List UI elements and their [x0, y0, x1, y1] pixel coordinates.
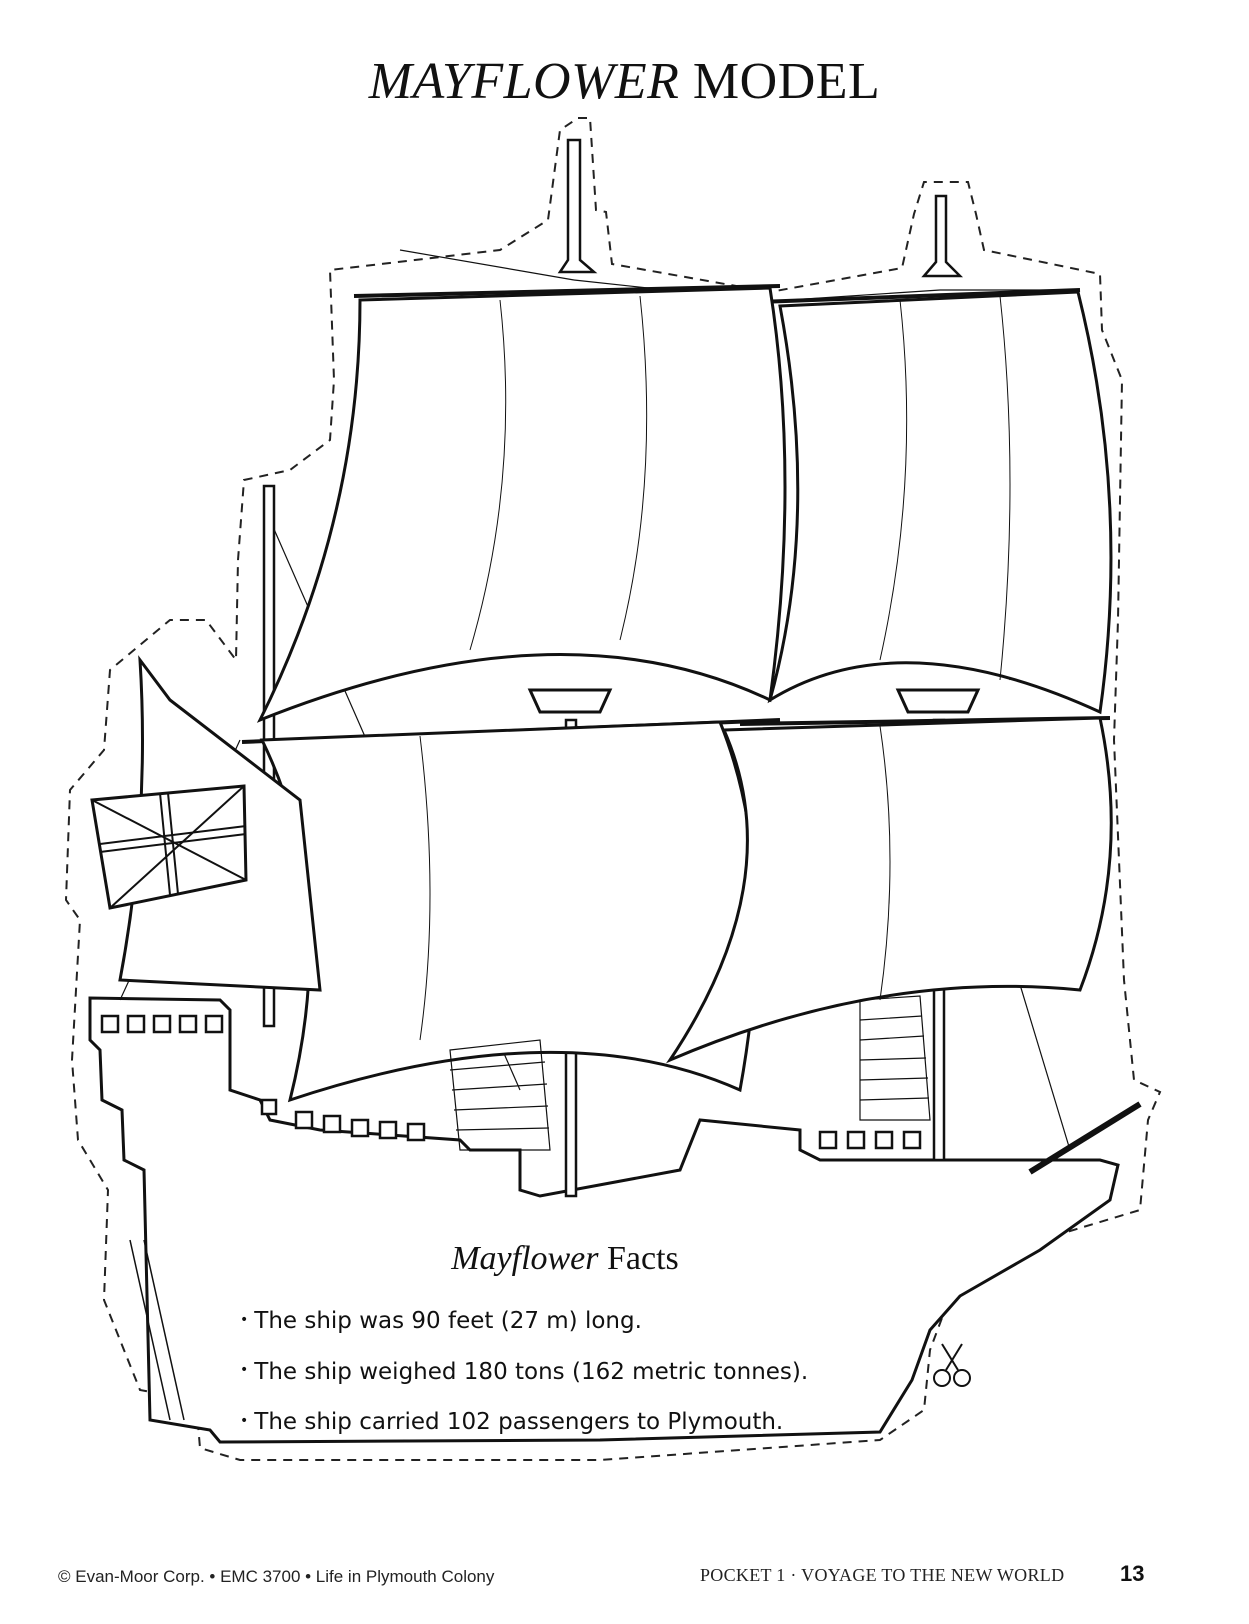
- scissors-icon: [934, 1344, 970, 1386]
- list-item: •The ship was 90 feet (27 m) long.: [240, 1308, 642, 1334]
- deck-windows: [262, 1100, 920, 1148]
- title-emphasis: MAYFLOWER: [368, 53, 680, 110]
- title-rest: MODEL: [679, 53, 881, 110]
- list-item: •The ship weighed 180 tons (162 metric t…: [240, 1358, 809, 1385]
- facts-list: •The ship was 90 feet (27 m) long. •The …: [240, 1296, 880, 1448]
- list-item: •The ship carried 102 passengers to Plym…: [240, 1409, 784, 1435]
- bowsprit: [1030, 1104, 1140, 1172]
- upper-fore-sail: [770, 292, 1111, 712]
- crows-nests: [530, 690, 978, 712]
- bullet-icon: •: [240, 1362, 249, 1378]
- footer-copyright: © Evan-Moor Corp. • EMC 3700 • Life in P…: [58, 1567, 495, 1586]
- lower-fore-sail: [670, 718, 1111, 1060]
- rigging-nets: [450, 996, 930, 1150]
- footer-section: POCKET 1 · VOYAGE TO THE NEW WORLD: [700, 1565, 1065, 1585]
- bullet-icon: •: [240, 1412, 249, 1429]
- upper-main-sail: [260, 288, 785, 720]
- page-title: MAYFLOWER MODEL: [0, 52, 1249, 111]
- bullet-icon: •: [240, 1311, 249, 1328]
- facts-box: Mayflower Facts •The ship was 90 feet (2…: [240, 1240, 880, 1448]
- facts-heading: Mayflower Facts: [250, 1240, 880, 1278]
- flag-icon: [92, 786, 246, 908]
- facts-heading-rest: Facts: [598, 1240, 679, 1277]
- stern-windows: [102, 1016, 222, 1032]
- page-number: 13: [1120, 1561, 1145, 1586]
- facts-heading-emphasis: Mayflower: [451, 1240, 599, 1277]
